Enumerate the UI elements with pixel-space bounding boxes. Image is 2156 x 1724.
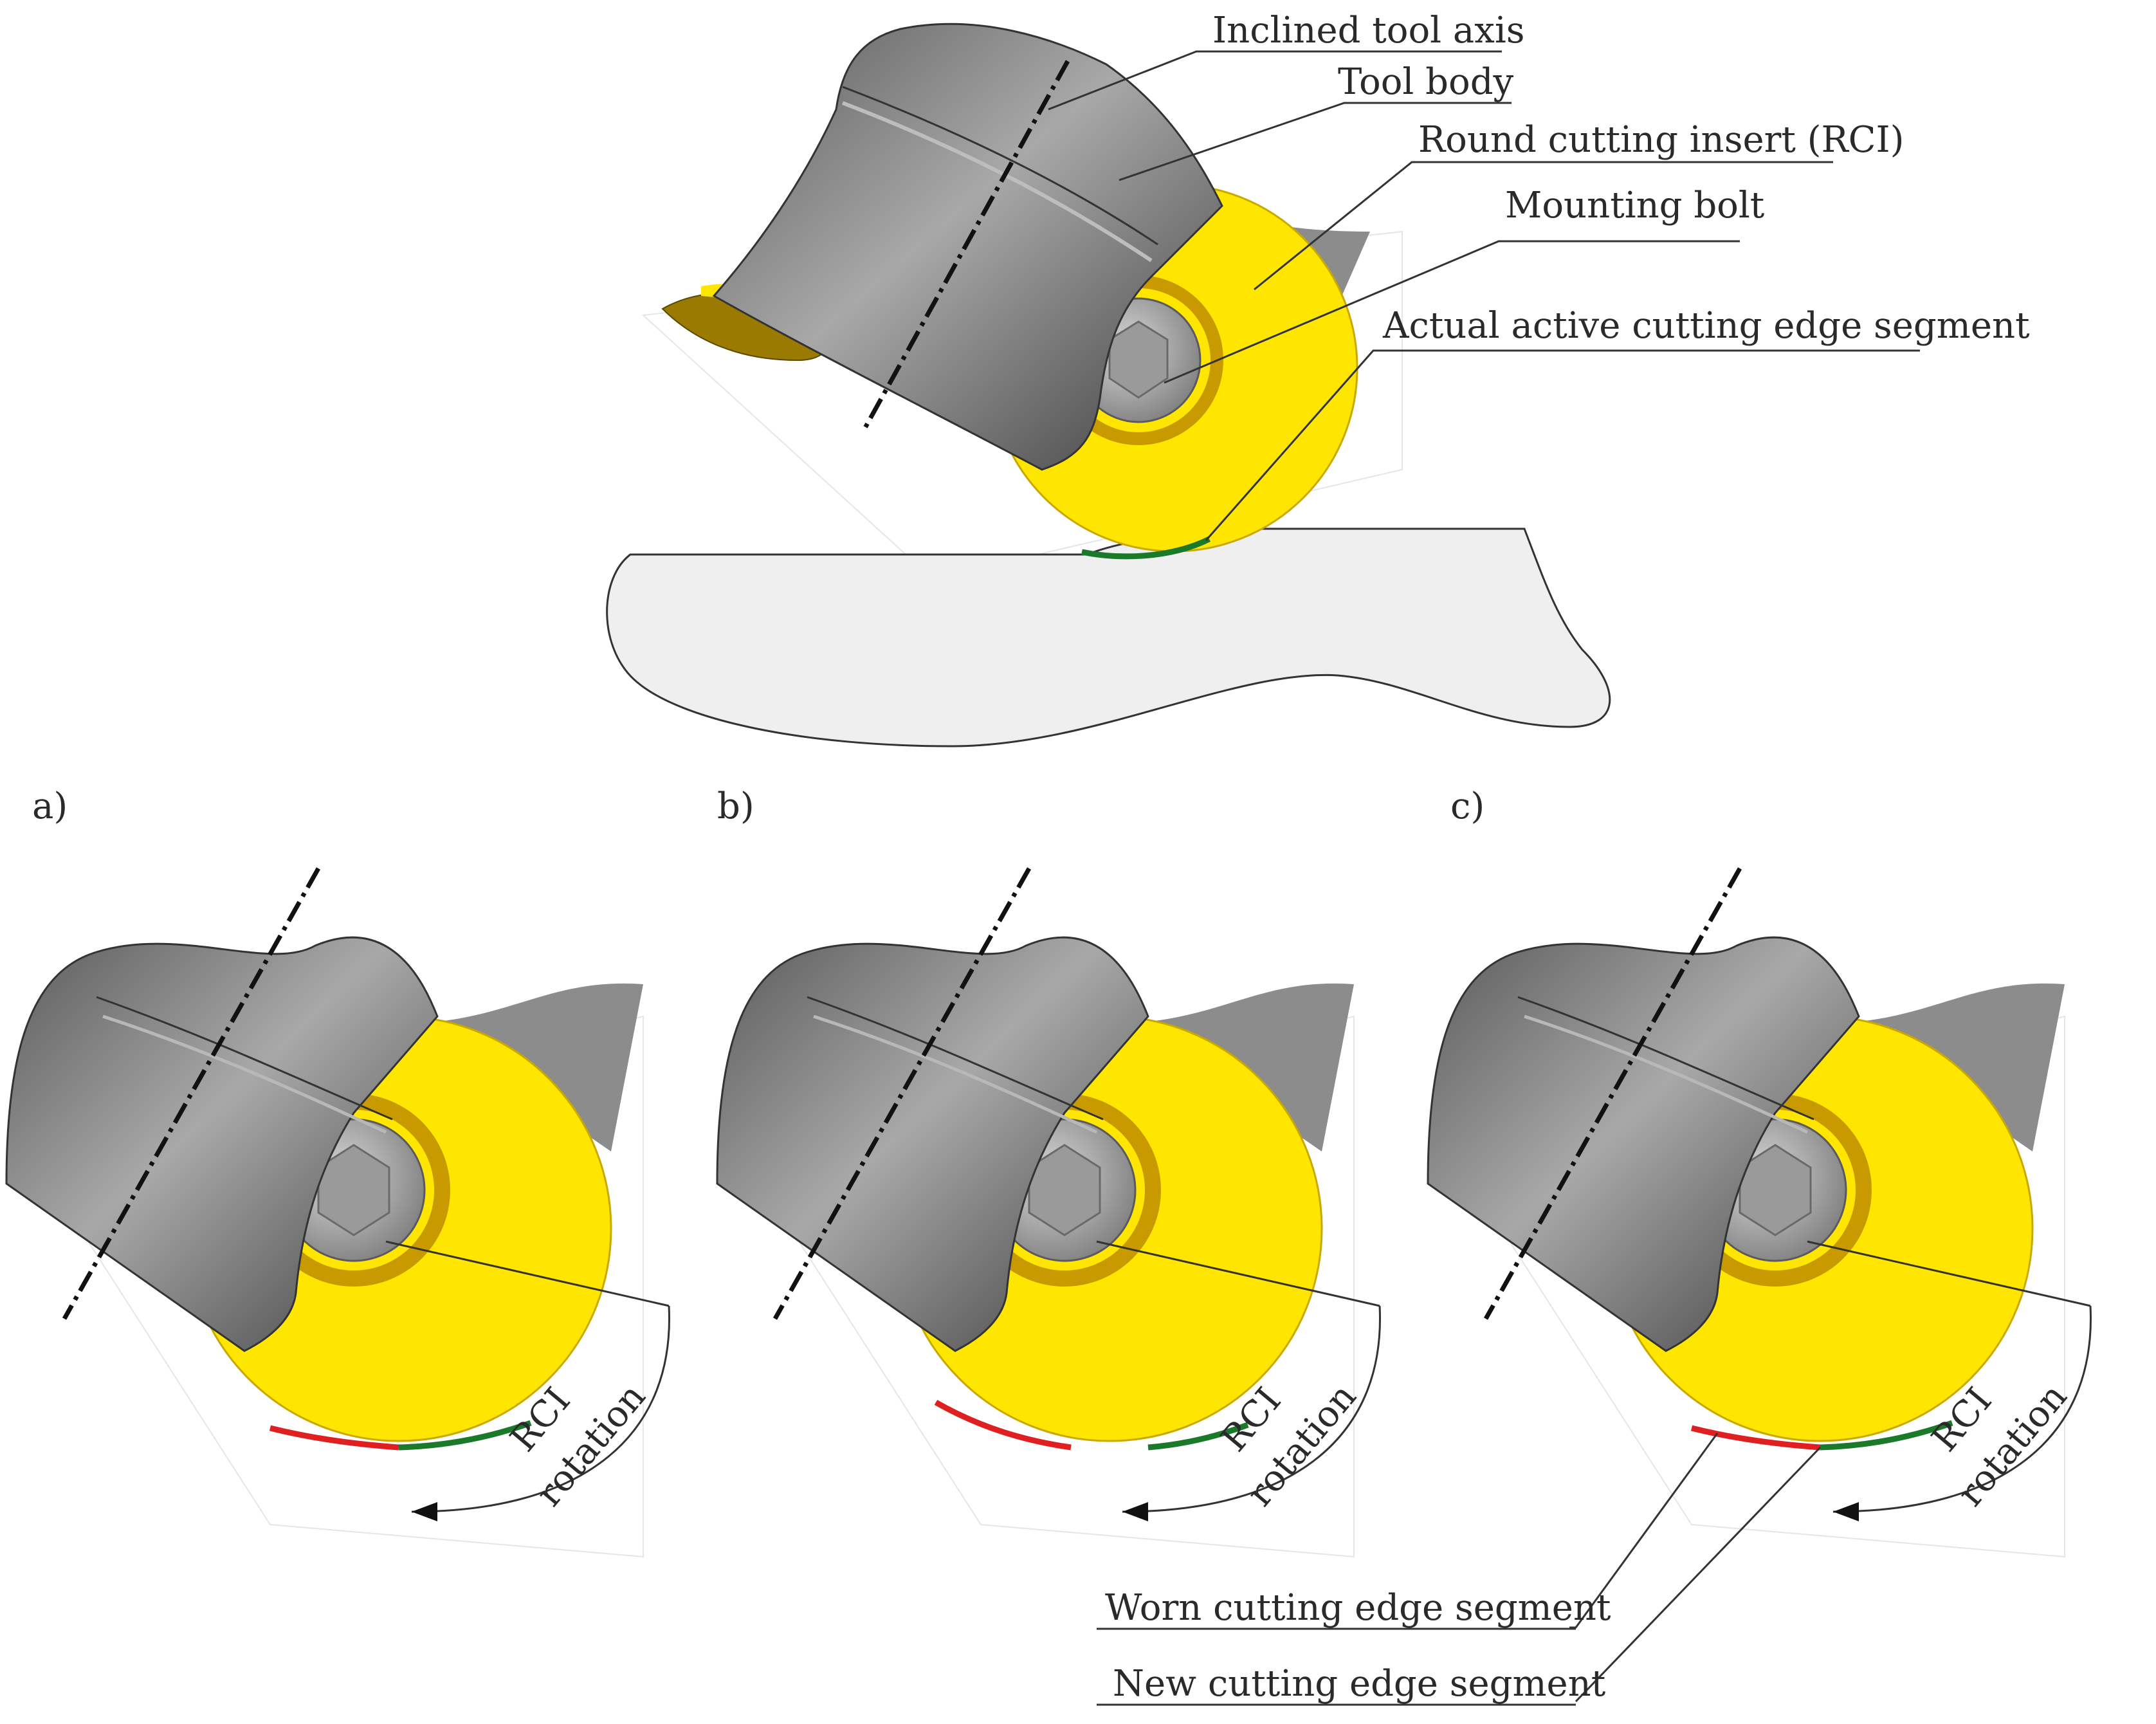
label-mounting-bolt: Mounting bolt (1505, 185, 1765, 226)
top-leaders (1048, 50, 1920, 541)
panel-a (6, 867, 670, 1557)
label-tool-body: Tool body (1338, 61, 1514, 103)
label-new-edge: New cutting edge segment (1113, 1663, 1606, 1705)
panel-b (717, 867, 1381, 1557)
active-cutting-edge (1081, 536, 1211, 560)
workpiece (606, 527, 1611, 747)
panel-label-a: a) (32, 785, 68, 827)
label-round-cutting-insert: Round cutting insert (RCI) (1418, 119, 1904, 161)
panel-label-c: c) (1450, 785, 1485, 827)
panel-label-b: b) (717, 785, 754, 827)
label-inclined-tool-axis: Inclined tool axis (1212, 10, 1525, 51)
label-active-edge: Actual active cutting edge segment (1382, 305, 2030, 347)
panel-c (1428, 867, 2092, 1703)
top-tool-axis (863, 60, 1070, 429)
label-worn-edge: Worn cutting edge segment (1105, 1587, 1611, 1629)
tool-body (712, 23, 1223, 471)
top-assembly (606, 23, 1611, 747)
